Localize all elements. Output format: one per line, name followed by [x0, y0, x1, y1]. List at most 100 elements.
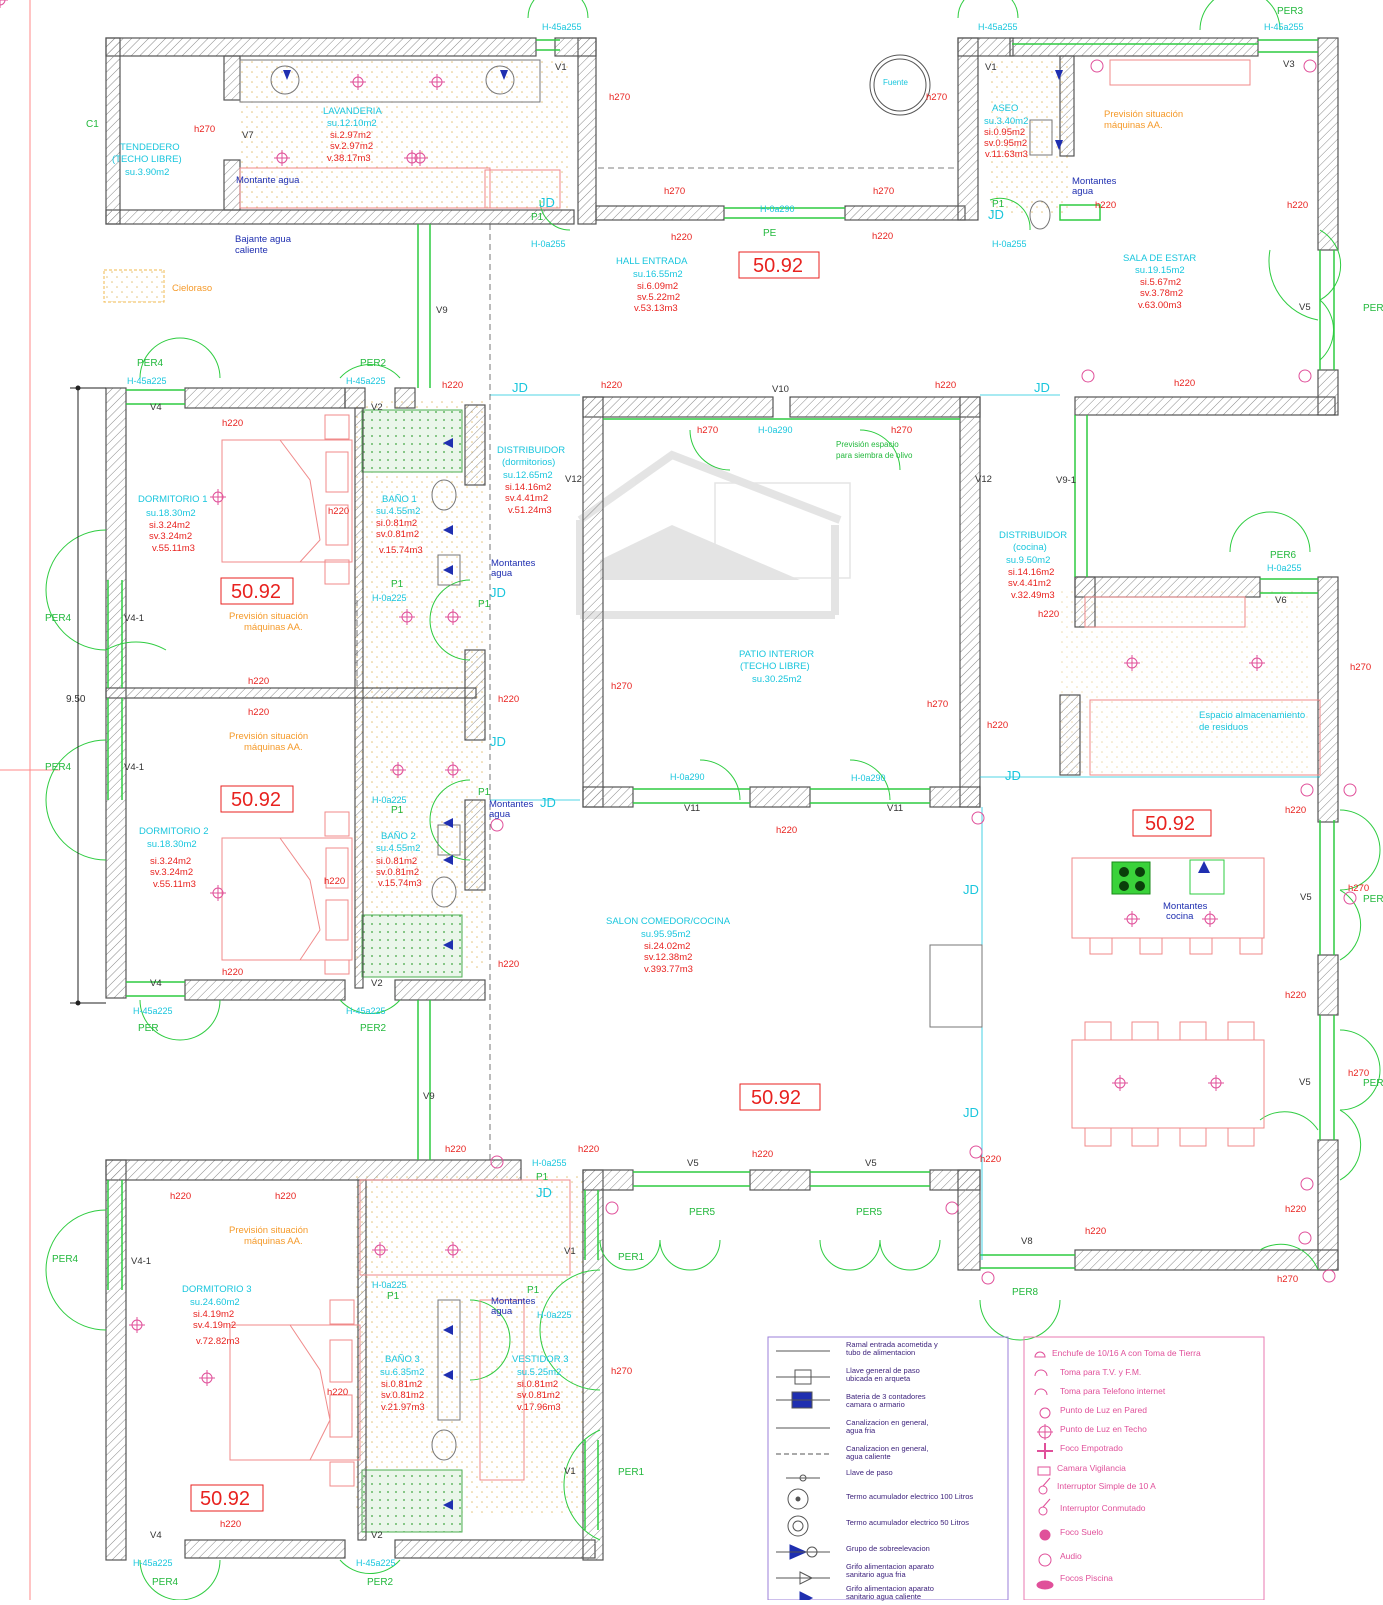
- svg-text:h220: h220: [752, 1149, 773, 1160]
- svg-text:h220: h220: [1287, 200, 1308, 211]
- svg-text:PER 4: PER 4: [1363, 303, 1383, 314]
- svg-text:HALL ENTRADA: HALL ENTRADA: [616, 256, 688, 267]
- windows: [107, 39, 1335, 1530]
- svg-text:H-45a225: H-45a225: [356, 1558, 396, 1568]
- svg-text:h270: h270: [927, 699, 948, 710]
- svg-text:(dormitorios): (dormitorios): [502, 457, 555, 468]
- height-tags: h270 h270 h270 h270 h270 h270 h270 h270 …: [170, 92, 1371, 1530]
- svg-text:v.55.11m3: v.55.11m3: [152, 543, 195, 554]
- svg-text:PER4: PER4: [137, 358, 164, 369]
- svg-text:agua: agua: [491, 1306, 513, 1317]
- svg-text:PE: PE: [763, 228, 777, 239]
- svg-text:V6: V6: [1275, 595, 1287, 606]
- svg-text:su.5.25m2: su.5.25m2: [517, 1367, 561, 1378]
- prevision-aa: Previsión situación: [1104, 109, 1183, 120]
- svg-text:JD: JD: [963, 1105, 979, 1120]
- svg-text:h220: h220: [222, 967, 243, 978]
- svg-text:V4: V4: [150, 978, 162, 989]
- svg-text:LAVANDERIA: LAVANDERIA: [323, 106, 382, 117]
- legend-electric-icons: [1034, 1351, 1054, 1590]
- svg-text:V12: V12: [975, 474, 992, 485]
- svg-text:H-0a290: H-0a290: [760, 204, 795, 214]
- svg-text:P1: P1: [527, 1285, 540, 1296]
- svg-text:h270: h270: [926, 92, 947, 103]
- svg-text:v.38.17m3: v.38.17m3: [327, 153, 371, 164]
- svg-text:v.55.11m3: v.55.11m3: [153, 879, 196, 890]
- svg-text:V2: V2: [371, 402, 383, 413]
- door-swings: [45, 0, 1381, 1600]
- svg-text:agua: agua: [1072, 186, 1094, 197]
- svg-text:sv.2.97m2: sv.2.97m2: [330, 141, 373, 152]
- svg-text:P1: P1: [391, 805, 404, 816]
- svg-text:PER1: PER1: [618, 1467, 645, 1478]
- svg-text:V5: V5: [687, 1158, 699, 1169]
- svg-text:SALA DE ESTAR: SALA DE ESTAR: [1123, 253, 1196, 264]
- svg-text:PER5: PER5: [689, 1207, 716, 1218]
- room-salon: SALON COMEDOR/COCINA su.95.95m2 si.24.02…: [606, 916, 731, 975]
- svg-text:H-45a255: H-45a255: [542, 22, 582, 32]
- svg-text:si.4.19m2: si.4.19m2: [193, 1309, 234, 1320]
- svg-text:h270: h270: [1277, 1274, 1298, 1285]
- svg-text:su.9.50m2: su.9.50m2: [1006, 555, 1050, 566]
- svg-text:JD: JD: [540, 795, 556, 810]
- residuos-note: Espacio almacenamiento: [1199, 710, 1305, 721]
- svg-text:si.2.97m2: si.2.97m2: [330, 130, 371, 141]
- svg-text:V10: V10: [772, 384, 789, 395]
- svg-text:v.21.97m3: v.21.97m3: [381, 1402, 425, 1413]
- svg-text:(TECHO LIBRE): (TECHO LIBRE): [740, 661, 810, 672]
- svg-text:V2: V2: [371, 978, 383, 989]
- svg-text:agua: agua: [489, 809, 511, 820]
- door-tags: P1 P1 P1 P1 P1 P1 P1 P1 P1 PE C1: [86, 119, 1005, 1302]
- bed: [221, 439, 353, 563]
- svg-text:v.393.77m3: v.393.77m3: [644, 964, 693, 975]
- svg-text:sv.0.95m2: sv.0.95m2: [984, 138, 1027, 149]
- svg-text:V4-1: V4-1: [124, 762, 144, 773]
- svg-text:PER4: PER4: [52, 1254, 79, 1265]
- svg-text:PER2: PER2: [367, 1577, 394, 1588]
- svg-text:PER2: PER2: [360, 358, 387, 369]
- svg-text:v.53.13m3: v.53.13m3: [634, 303, 678, 314]
- svg-text:DISTRIBUIDOR: DISTRIBUIDOR: [497, 445, 565, 456]
- room-dormitorio-3: DORMITORIO 3 su.24.60m2 si.4.19m2 sv.4.1…: [182, 1284, 252, 1347]
- svg-text:H-45a225: H-45a225: [127, 376, 167, 386]
- svg-text:h220: h220: [442, 380, 463, 391]
- svg-text:PER6: PER6: [1270, 550, 1297, 561]
- watermark-logo: [576, 450, 851, 619]
- svg-text:para siembra de olivo: para siembra de olivo: [836, 451, 913, 460]
- legend-electric: Enchufe de 10/16 A con Toma de Tierra To…: [1052, 1348, 1265, 1589]
- svg-text:v.32.49m3: v.32.49m3: [1011, 590, 1055, 601]
- svg-text:h220: h220: [275, 1191, 296, 1202]
- svg-text:h220: h220: [1285, 990, 1306, 1001]
- svg-text:P1: P1: [478, 599, 491, 610]
- notes: Previsión situación máquinas AA. Previsi…: [172, 78, 1305, 1317]
- svg-text:V9: V9: [436, 305, 448, 316]
- svg-text:máquinas AA.: máquinas AA.: [244, 1236, 303, 1247]
- svg-text:V5: V5: [1299, 1077, 1311, 1088]
- svg-text:H-45a225: H-45a225: [346, 376, 386, 386]
- room-vestidor-3: VESTIDOR 3 su.5.25m2 si.0.81m2 sv.0.81m2…: [512, 1354, 569, 1413]
- svg-text:P1: P1: [531, 212, 544, 223]
- svg-text:JD: JD: [539, 195, 555, 210]
- room-tendedero: TENDEDERO (TECHO LIBRE) su.3.90m2: [112, 142, 182, 178]
- svg-text:P1: P1: [478, 787, 491, 798]
- svg-text:H-0a255: H-0a255: [531, 239, 566, 249]
- legend-item: Termo acumulador electrico 50 Litros: [846, 1518, 969, 1527]
- legend-item: Termo acumulador electrico 100 Litros: [846, 1492, 974, 1501]
- svg-text:H-0a290: H-0a290: [851, 773, 886, 783]
- svg-text:V11: V11: [887, 803, 903, 814]
- cieloraso-label: Cieloraso: [172, 283, 212, 294]
- svg-text:si.0.81m2: si.0.81m2: [381, 1379, 422, 1390]
- svg-text:v.51.24m3: v.51.24m3: [508, 505, 552, 516]
- legend-water-frame: [767, 1336, 1009, 1600]
- svg-text:si.0.81m2: si.0.81m2: [376, 518, 417, 529]
- legend-item: Punto de Luz en Pared: [1060, 1405, 1147, 1415]
- svg-text:H-0a255: H-0a255: [1267, 563, 1302, 573]
- svg-text:V5: V5: [865, 1158, 877, 1169]
- svg-text:sv.4.41m2: sv.4.41m2: [1008, 578, 1051, 589]
- svg-text:V3: V3: [1283, 59, 1295, 70]
- svg-text:agua: agua: [491, 568, 513, 579]
- prevision-aa: Previsión situación: [229, 611, 308, 622]
- svg-text:PER4: PER4: [45, 613, 72, 624]
